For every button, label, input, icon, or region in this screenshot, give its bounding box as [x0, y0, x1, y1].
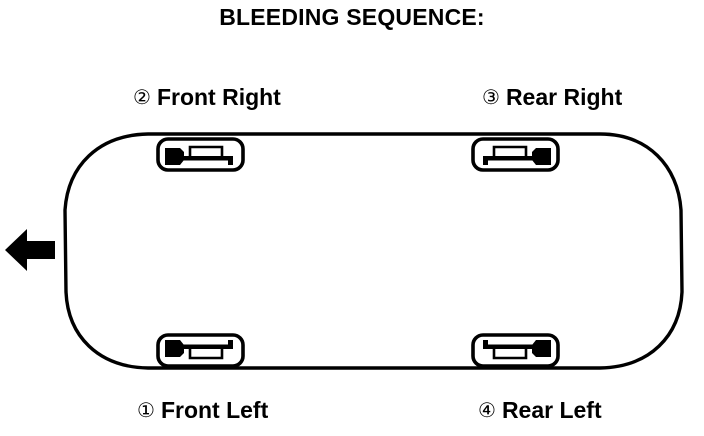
wheel-name-rear-right: Rear Right	[505, 84, 623, 110]
page-title: BLEEDING SEQUENCE:	[219, 4, 485, 30]
wheel-label-rear-left: ④ Rear Left	[478, 399, 602, 422]
wheel-name-rear-left: Rear Left	[501, 397, 602, 423]
caliper-icon-rear-right	[471, 137, 560, 172]
sequence-number-front-right: ②	[133, 86, 151, 109]
arrow-left-icon	[5, 229, 55, 271]
wheel-label-front-right: ② Front Right	[133, 86, 281, 109]
wheel-label-front-left: ① Front Left	[137, 399, 268, 422]
caliper-icon-front-left	[156, 333, 245, 368]
caliper-icon-rear-left	[471, 333, 560, 368]
vehicle-body-outline	[63, 132, 684, 370]
caliper-icon-front-right	[156, 137, 245, 172]
wheel-name-front-left: Front Left	[160, 397, 269, 423]
sequence-number-front-left: ①	[137, 399, 155, 422]
wheel-label-rear-right: ③ Rear Right	[482, 86, 622, 109]
sequence-number-rear-right: ③	[482, 86, 500, 109]
sequence-number-rear-left: ④	[478, 399, 496, 422]
wheel-name-front-right: Front Right	[156, 84, 281, 110]
